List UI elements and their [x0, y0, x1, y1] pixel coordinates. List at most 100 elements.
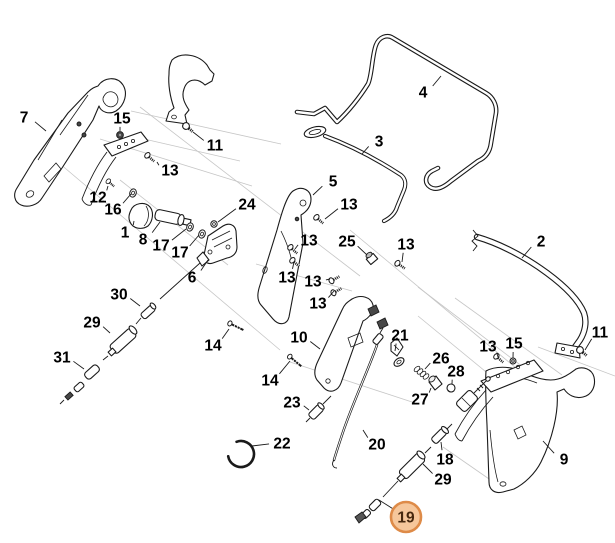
leader-line	[132, 220, 135, 226]
leader-line	[73, 360, 85, 370]
part-10-panel	[314, 296, 389, 392]
nut-15-right	[509, 357, 517, 365]
callout-label-15: 15	[505, 336, 523, 353]
callout-label-13: 13	[309, 296, 327, 313]
callout-label-26: 26	[432, 351, 450, 368]
leader-line	[34, 121, 47, 132]
callout-label-2: 2	[537, 234, 546, 251]
highlighted-callout-circle-19[interactable]	[389, 500, 423, 534]
leader-line	[151, 221, 161, 233]
callout-label-13: 13	[278, 270, 296, 287]
part-3-rod	[303, 125, 408, 224]
callout-label-12: 12	[89, 190, 106, 207]
leader-line	[106, 185, 109, 191]
leader-line	[221, 328, 230, 339]
nut-24	[210, 220, 218, 228]
callout-label-27: 27	[411, 392, 428, 409]
leader-line	[251, 443, 270, 447]
callout-label-17: 17	[152, 238, 169, 255]
screw-13	[311, 212, 327, 227]
leader-line	[279, 360, 291, 375]
callout-label-8: 8	[139, 232, 148, 249]
callout-label-31: 31	[53, 350, 71, 367]
callout-label-24: 24	[238, 197, 256, 214]
part-2-tube	[471, 229, 589, 359]
part-23-barrel	[305, 395, 332, 423]
screw-13	[142, 150, 158, 165]
callout-label-13: 13	[161, 163, 179, 180]
callout-label-20: 20	[368, 437, 385, 454]
callout-label-30: 30	[110, 287, 127, 304]
leader-line	[357, 245, 368, 256]
leader-line	[156, 161, 160, 166]
screw-13	[328, 284, 345, 298]
washer-16	[128, 187, 138, 199]
leader-line	[303, 405, 310, 411]
leader-line	[325, 278, 331, 281]
leader-line	[362, 429, 369, 438]
leader-line	[189, 234, 200, 247]
construction-lines	[45, 106, 615, 482]
top-bracket	[165, 54, 215, 125]
callout-label-17: 17	[171, 245, 188, 262]
leader-line	[394, 343, 397, 352]
callout-label-11: 11	[592, 325, 609, 342]
callout-label-14: 14	[204, 338, 222, 355]
part-5-panel	[257, 187, 312, 325]
callout-label-28: 28	[447, 364, 465, 381]
part-9-housing	[485, 366, 596, 494]
part-6-bracket	[196, 223, 238, 267]
callout-label-13: 13	[340, 197, 358, 214]
leader-line	[171, 228, 187, 241]
highlight-leader-line	[378, 499, 394, 510]
screw-14	[285, 352, 304, 370]
callout-label-14: 14	[261, 373, 279, 390]
leader-line	[542, 440, 555, 454]
nut-15-left	[116, 131, 124, 139]
right-handle-bracket	[454, 359, 544, 442]
leader-line	[401, 252, 404, 263]
leader-line	[328, 290, 335, 298]
cable-20	[332, 327, 384, 469]
part-7-housing	[14, 78, 126, 207]
callout-label-13: 13	[300, 233, 318, 250]
callout-label-23: 23	[283, 395, 301, 412]
part-25-cap	[365, 251, 379, 266]
callout-label-1: 1	[121, 225, 130, 242]
bottom-cable-assembly	[354, 365, 491, 524]
leader-line	[521, 246, 532, 259]
leader-line	[428, 387, 432, 393]
callout-label-11: 11	[207, 138, 224, 155]
leader-line	[312, 185, 323, 196]
leader-line	[102, 326, 111, 334]
leader-line	[584, 338, 593, 351]
callout-label-18: 18	[436, 452, 454, 469]
callout-label-29: 29	[83, 315, 101, 332]
part-21-lever	[390, 337, 405, 367]
part-8-cylinder	[154, 209, 192, 227]
screw-14	[225, 319, 246, 334]
left-handle-bracket	[81, 131, 149, 206]
callout-label-16: 16	[104, 202, 122, 219]
callout-label-21: 21	[391, 328, 409, 345]
leader-line	[217, 208, 237, 223]
callout-label-3: 3	[375, 134, 384, 151]
highlighted-callout-label-19: 19	[397, 510, 415, 527]
part-4-bail	[294, 33, 499, 191]
leader-line	[130, 298, 141, 307]
part-22-clip	[226, 439, 256, 469]
washer-17b	[197, 228, 207, 240]
leader-line	[294, 244, 299, 250]
callout-label-5: 5	[329, 174, 338, 191]
screw-12	[103, 176, 117, 190]
highlight-layer: 19	[378, 499, 423, 534]
leader-line	[424, 362, 431, 370]
callout-label-7: 7	[20, 110, 29, 127]
leader-line	[422, 463, 433, 474]
screw-13	[392, 258, 408, 273]
leader-line	[432, 75, 442, 87]
leader-line	[292, 261, 295, 269]
callout-label-6: 6	[188, 270, 197, 287]
